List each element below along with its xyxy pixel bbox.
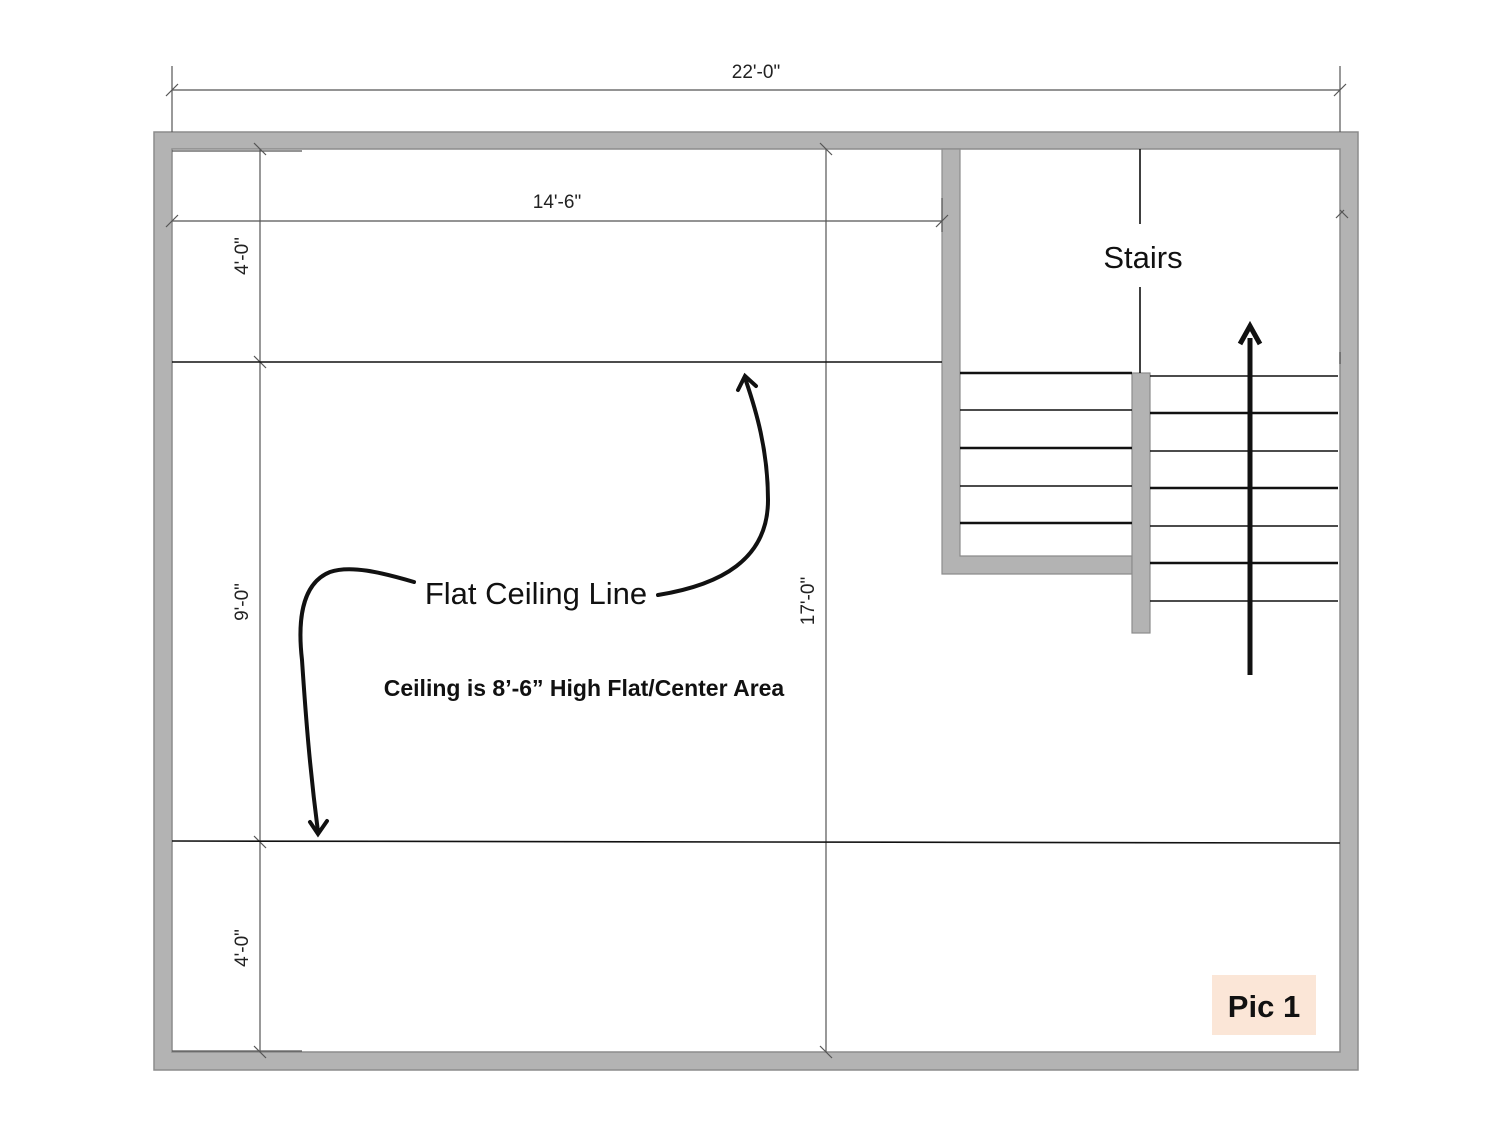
curved-arrow-to-bottom-line-icon — [298, 567, 416, 838]
stairs-label: Stairs — [1103, 240, 1182, 275]
pic-tag-background — [1212, 975, 1316, 1035]
dimension-overall-width-label: 22'-0" — [732, 62, 780, 83]
stair-treads-left — [960, 371, 1132, 525]
stair-enclosure-wall — [941, 148, 1133, 575]
right-wall-ticks — [1335, 209, 1349, 364]
stair-treads-right — [1150, 375, 1338, 602]
curved-arrow-to-top-line-icon — [656, 372, 771, 597]
dimension-top-depth-label: 4'-0" — [232, 237, 253, 275]
dimension-overall-width — [165, 66, 1347, 132]
dimension-overall-depth-label: 17'-0" — [798, 577, 819, 625]
stair-direction-arrow-icon — [1237, 320, 1263, 675]
stair-divider-wall — [1131, 372, 1151, 634]
ceiling-height-note: Ceiling is 8’-6” High Flat/Center Area — [384, 675, 785, 701]
flat-ceiling-line-label: Flat Ceiling Line — [425, 576, 647, 611]
dimension-inner-width — [165, 198, 949, 232]
pic-tag-label: Pic 1 — [1228, 989, 1300, 1024]
dimension-bottom-depth-label: 4'-0" — [232, 929, 253, 967]
dimension-middle-depth-label: 9'-0" — [232, 583, 253, 621]
flat-ceiling-line-bottom — [171, 840, 1341, 844]
dimension-middle-vertical — [819, 142, 833, 1059]
dimension-inner-width-label: 14'-6" — [533, 192, 581, 213]
stairs-label-bg — [1098, 232, 1186, 282]
